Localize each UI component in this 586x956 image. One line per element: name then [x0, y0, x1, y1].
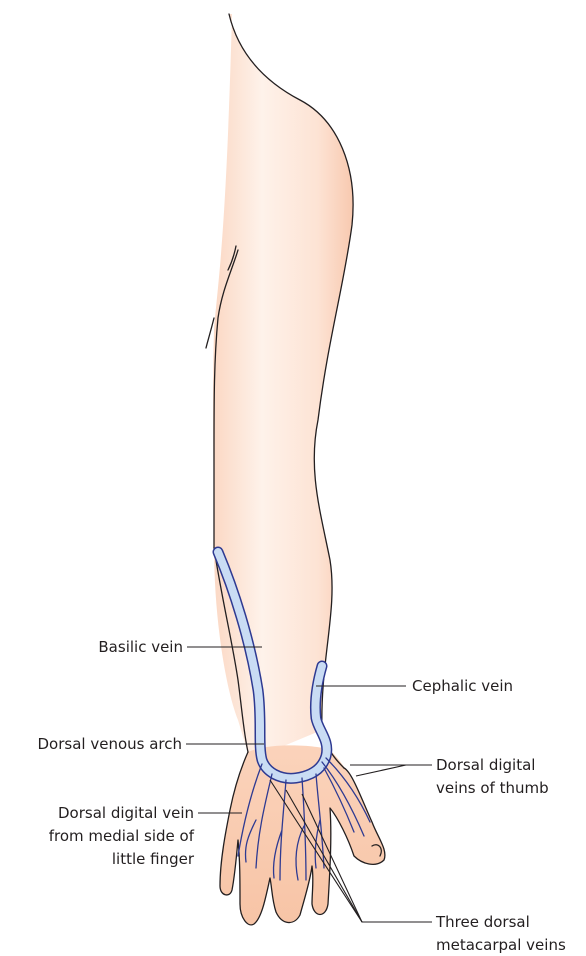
label-dorsal-venous-arch: Dorsal venous arch [38, 735, 183, 753]
label-dorsal-digital-vein-medial-3: little finger [112, 850, 195, 868]
label-basilic-vein: Basilic vein [98, 638, 183, 656]
label-dorsal-digital-vein-medial-1: Dorsal digital vein [58, 804, 194, 822]
label-three-dorsal-metacarpal-1: Three dorsal [435, 913, 530, 931]
arm-skin [213, 14, 353, 760]
label-cephalic-vein: Cephalic vein [412, 677, 513, 695]
label-dorsal-digital-vein-medial-2: from medial side of [49, 827, 195, 845]
arm-silhouette [206, 14, 385, 925]
label-three-dorsal-metacarpal-2: metacarpal veins [436, 936, 566, 954]
label-dorsal-digital-veins-thumb-2: veins of thumb [436, 779, 549, 797]
elbow-crease [206, 318, 214, 348]
leader-thumb-1 [356, 765, 406, 776]
label-dorsal-digital-veins-thumb-1: Dorsal digital [436, 756, 535, 774]
